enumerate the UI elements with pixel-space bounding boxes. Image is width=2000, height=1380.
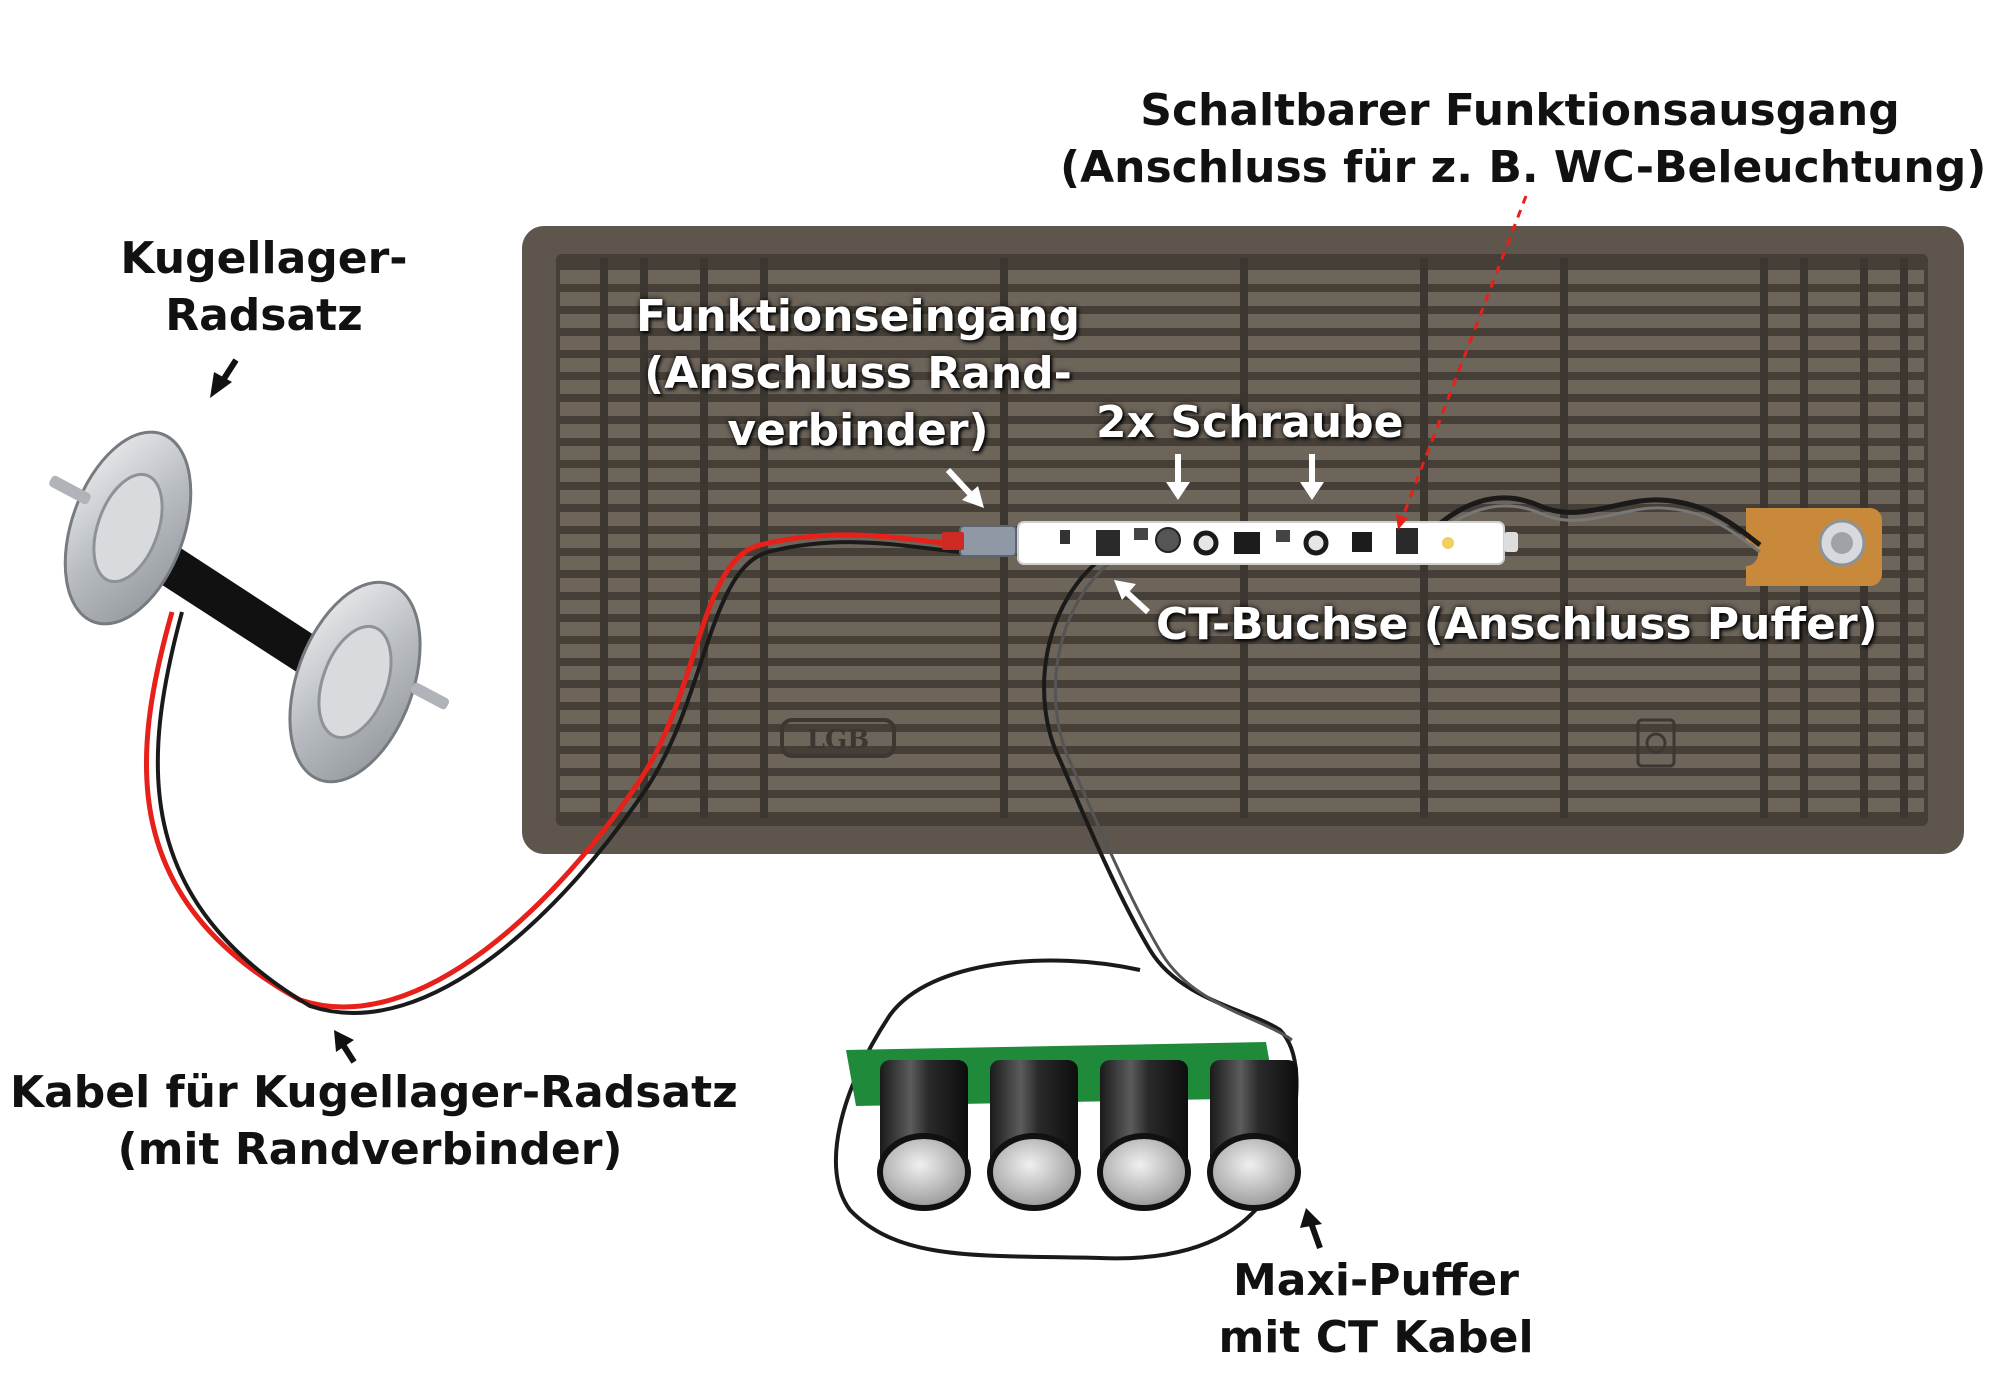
label-schaltbarer: Schaltbarer Funktionsausgang (Anschluss … <box>1060 82 1987 196</box>
arrow-schaltbarer-dashed <box>1398 195 1528 525</box>
ct-socket <box>1096 530 1120 556</box>
label-maxi-puffer-line1: Maxi-Puffer <box>1233 1255 1519 1306</box>
label-funktionseingang: Funktionseingang (Anschluss Rand- verbin… <box>618 288 1098 460</box>
label-kabel-line2: (mit Randverbinder) <box>117 1124 623 1176</box>
wheel-left-hub <box>92 472 164 584</box>
floor-rib <box>1560 258 1568 818</box>
arrow-schaltbarer-head <box>1396 514 1408 530</box>
floor-rib <box>700 258 708 818</box>
floor-rib <box>1900 258 1908 818</box>
label-ct-buchse-text: CT-Buchse (Anschluss Puffer) <box>1156 599 1878 650</box>
buffer-capacitor <box>877 1060 971 1211</box>
output-cable <box>1418 495 1762 547</box>
buffer-capacitor <box>1097 1060 1191 1211</box>
pointer-arrows <box>210 195 1528 1250</box>
capacitor-small <box>1155 527 1181 553</box>
buffer-capacitor <box>1207 1060 1301 1211</box>
decoder-pcb <box>942 521 1518 565</box>
label-radsatz-line2: Radsatz <box>165 290 363 342</box>
label-schraube-text: 2x Schraube <box>1096 397 1404 448</box>
recycle-mark <box>1636 718 1676 768</box>
arrow-radsatz-head <box>210 372 232 398</box>
chip <box>1234 532 1260 554</box>
component <box>1060 530 1070 544</box>
capacitor-top <box>987 1133 1081 1211</box>
pcb-body <box>1017 521 1505 565</box>
capacitor-top <box>1097 1133 1191 1211</box>
block-screw-center <box>1831 532 1853 554</box>
recycle-mark-frame <box>1636 718 1676 768</box>
arrow-funktionseingang-head <box>962 486 984 508</box>
arrow-schraube-left-head <box>1166 482 1190 500</box>
lgb-logo-text: LGB <box>807 725 869 755</box>
component <box>1276 530 1290 542</box>
label-kabel-line1: Kabel für Kugellager-Radsatz <box>10 1067 738 1118</box>
axle-stub-right <box>410 682 450 710</box>
capacitor-top <box>877 1133 971 1211</box>
connector-plug <box>942 532 964 550</box>
wheelset-cable-red <box>143 532 961 1010</box>
label-kabel: Kabel für Kugellager-Radsatz (mit Randve… <box>10 1064 738 1178</box>
led <box>1442 537 1454 549</box>
label-funktionseingang-line2: (Anschluss Rand- <box>644 348 1072 400</box>
buffer-capacitors <box>877 1060 1301 1211</box>
label-maxi-puffer-line2: mit CT Kabel <box>1218 1312 1534 1364</box>
ct-cable-second <box>1053 554 1293 1042</box>
floor-rib <box>600 258 608 818</box>
label-funktionseingang-line3: verbinder) <box>727 405 989 457</box>
label-ct-buchse: CT-Buchse (Anschluss Puffer) <box>1156 596 1878 653</box>
arrow-maxi-puffer-head <box>1300 1208 1322 1228</box>
lgb-logo: LGB <box>780 718 896 758</box>
component <box>1134 528 1148 540</box>
arrow-kabel-head <box>334 1030 354 1052</box>
buffer-block <box>1746 508 1882 586</box>
axle-stub-left <box>49 475 91 505</box>
arrow-ct-buchse-head <box>1114 580 1136 600</box>
screw-hole-right <box>1303 530 1329 556</box>
floor-rib <box>640 258 648 818</box>
label-radsatz: Kugellager- Radsatz <box>104 230 424 344</box>
input-connector <box>959 525 1017 557</box>
buffer-capacitor <box>987 1060 1081 1211</box>
recycle-mark-circle <box>1645 732 1667 754</box>
arrow-ct-buchse <box>1121 587 1151 615</box>
label-schaltbarer-line2: (Anschluss für z. B. WC-Beleuchtung) <box>1060 142 1987 194</box>
lgb-logo-frame <box>780 718 896 758</box>
label-schaltbarer-line1: Schaltbarer Funktionsausgang <box>1140 85 1900 136</box>
capacitor-top <box>1207 1133 1301 1211</box>
label-schraube: 2x Schraube <box>1096 394 1403 451</box>
label-maxi-puffer: Maxi-Puffer mit CT Kabel <box>1176 1252 1576 1366</box>
wheel-right-hub <box>317 624 393 740</box>
screw-hole-left <box>1193 530 1219 556</box>
floor-plate: LGB <box>522 226 1964 854</box>
output-cable-grey <box>1418 504 1761 554</box>
pcb-tab <box>1504 532 1518 552</box>
wheelset <box>49 430 450 784</box>
floor-rib <box>760 258 768 818</box>
maxi-buffer <box>846 1042 1301 1211</box>
label-funktionseingang-line1: Funktionseingang <box>636 291 1080 342</box>
wheelset-cable-black <box>155 540 961 1015</box>
chip-small <box>1352 532 1372 552</box>
output-socket <box>1396 528 1418 554</box>
arrow-schraube-right-head <box>1300 482 1324 500</box>
label-radsatz-line1: Kugellager- <box>120 233 408 284</box>
